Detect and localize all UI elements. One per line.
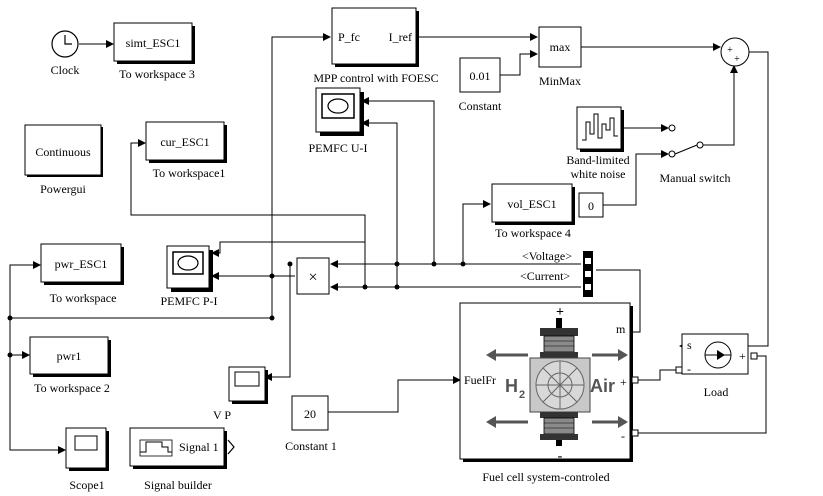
clock-block[interactable]: Clock bbox=[51, 30, 80, 77]
noise-caption-2: white noise bbox=[571, 167, 626, 181]
simt-workspace-block[interactable]: simt_ESC1 To workspace 3 bbox=[113, 22, 195, 81]
fuelcell-h2-subscript: 2 bbox=[519, 389, 525, 401]
sum-sign-1: + bbox=[727, 45, 733, 56]
simt-caption: To workspace 3 bbox=[119, 67, 195, 81]
pwr-name: pwr_ESC1 bbox=[55, 257, 108, 271]
junction-dots bbox=[7, 261, 466, 358]
pwr1-name: pwr1 bbox=[57, 349, 82, 363]
signal-lines bbox=[9, 33, 769, 454]
pwr-workspace-block[interactable]: pwr_ESC1 To workspace bbox=[40, 243, 124, 305]
powergui-block[interactable]: Continuous Powergui bbox=[24, 124, 103, 196]
mpp-caption: MPP control with FOESC bbox=[313, 71, 438, 85]
bus-current-label: <Current> bbox=[520, 269, 570, 283]
vol-name: vol_ESC1 bbox=[507, 197, 556, 211]
constant-block[interactable]: 0.01 Constant bbox=[459, 57, 502, 113]
fuelcell-term-plus: + bbox=[620, 375, 627, 389]
signal-builder-block[interactable]: Signal 1 Signal builder bbox=[129, 427, 235, 492]
pemfc-ui-caption: PEMFC U-I bbox=[308, 141, 367, 155]
load-block[interactable]: s - + Load bbox=[675, 333, 758, 399]
noise-caption-1: Band-limited bbox=[566, 153, 629, 167]
fuelcell-plus-sign: + bbox=[556, 305, 564, 320]
scope1-block[interactable]: Scope1 bbox=[65, 427, 109, 492]
cur-workspace-block[interactable]: cur_ESC1 To workspace1 bbox=[145, 121, 227, 180]
zero-value: 0 bbox=[588, 199, 594, 213]
fuelcell-port-fuelfr: FuelFr bbox=[464, 373, 496, 387]
bus-voltage-label: <Voltage> bbox=[522, 249, 572, 263]
minmax-block[interactable]: max MinMax bbox=[538, 26, 582, 88]
zero-constant-block[interactable]: 0 bbox=[578, 192, 604, 218]
pwr-caption: To workspace bbox=[50, 291, 117, 305]
fuelcell-air-label: Air bbox=[590, 376, 615, 396]
minmax-name: max bbox=[550, 40, 571, 54]
bus-selector-block[interactable]: <Voltage> <Current> bbox=[520, 249, 593, 297]
powergui-caption: Powergui bbox=[40, 182, 86, 196]
signal-builder-caption: Signal builder bbox=[144, 478, 212, 492]
constant1-block[interactable]: 20 Constant 1 bbox=[285, 395, 337, 453]
pemfc-pi-scope[interactable]: PEMFC P-I bbox=[160, 245, 218, 308]
pwr1-workspace-block[interactable]: pwr1 To workspace 2 bbox=[29, 336, 111, 395]
product-block[interactable]: × bbox=[296, 257, 330, 295]
fuel-cell-system-block[interactable]: m FuelFr + - H 2 bbox=[459, 302, 639, 484]
scope1-caption: Scope1 bbox=[69, 478, 104, 492]
constant-value: 0.01 bbox=[470, 69, 491, 83]
mpp-port-pfc: P_fc bbox=[338, 30, 360, 44]
pwr1-caption: To workspace 2 bbox=[34, 381, 110, 395]
powergui-name: Continuous bbox=[35, 145, 91, 159]
fuelcell-port-m: m bbox=[616, 322, 626, 336]
sum-block[interactable]: + + bbox=[720, 37, 750, 67]
clock-caption: Clock bbox=[51, 63, 80, 77]
fuelcell-caption: Fuel cell system-controled bbox=[482, 470, 609, 484]
pemfc-ui-scope[interactable]: PEMFC U-I bbox=[308, 87, 368, 155]
simt-name: simt_ESC1 bbox=[126, 36, 181, 50]
mpp-port-iref: I_ref bbox=[389, 30, 412, 44]
load-port-minus: - bbox=[687, 362, 691, 376]
constant1-caption: Constant 1 bbox=[285, 439, 337, 453]
constant1-value: 20 bbox=[304, 407, 316, 421]
vp-caption: V P bbox=[213, 408, 231, 422]
cur-caption: To workspace1 bbox=[153, 166, 226, 180]
fuelcell-h2-label: H bbox=[505, 376, 518, 396]
noise-block[interactable]: Band-limited white noise bbox=[566, 106, 630, 181]
constant-caption: Constant bbox=[459, 99, 502, 113]
minmax-caption: MinMax bbox=[539, 74, 581, 88]
vp-scope-block[interactable]: V P bbox=[213, 366, 268, 422]
load-caption: Load bbox=[704, 385, 729, 399]
load-port-plus: + bbox=[739, 349, 746, 363]
cur-name: cur_ESC1 bbox=[160, 135, 209, 149]
fuelcell-minus-sign: - bbox=[558, 449, 563, 464]
load-port-s: s bbox=[687, 338, 692, 352]
vol-caption: To workspace 4 bbox=[495, 226, 571, 240]
product-symbol: × bbox=[308, 269, 317, 286]
signal-builder-name: Signal 1 bbox=[179, 440, 219, 454]
pemfc-pi-caption: PEMFC P-I bbox=[160, 294, 217, 308]
mpp-control-block[interactable]: P_fc I_ref MPP control with FOESC bbox=[313, 7, 439, 85]
manual-switch-block[interactable]: Manual switch bbox=[660, 124, 731, 185]
fuelcell-term-minus: - bbox=[621, 429, 625, 443]
manual-switch-caption: Manual switch bbox=[660, 171, 731, 185]
sum-sign-2: + bbox=[734, 54, 740, 65]
vol-workspace-block[interactable]: vol_ESC1 To workspace 4 bbox=[491, 183, 575, 240]
